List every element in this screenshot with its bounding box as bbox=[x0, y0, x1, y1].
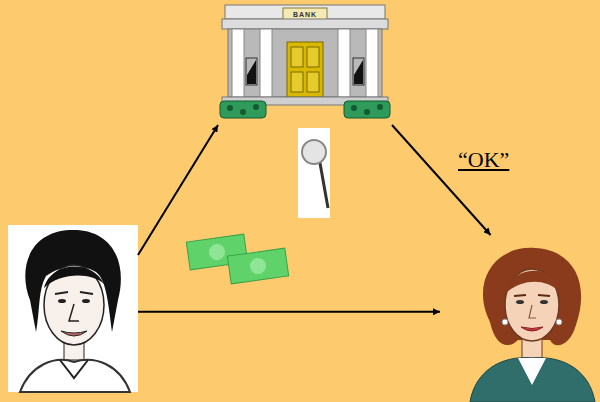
bank-building bbox=[220, 5, 390, 118]
bank-building-part bbox=[232, 29, 244, 97]
man-portrait-part bbox=[80, 292, 93, 294]
woman-portrait-part bbox=[556, 319, 562, 325]
magnifier-icon-part bbox=[320, 163, 328, 208]
man-portrait-part bbox=[44, 265, 104, 345]
money-icon-part-part bbox=[208, 243, 226, 261]
person-node bbox=[8, 225, 138, 392]
bank-building-part bbox=[307, 47, 319, 67]
node-label: BANK bbox=[218, 5, 392, 19]
man-portrait-part bbox=[20, 360, 130, 392]
money-icon-part-part bbox=[249, 257, 267, 275]
magnifier-icon-part bbox=[302, 140, 326, 164]
bank-building-part bbox=[220, 101, 266, 118]
bank-node: BANK bbox=[218, 5, 392, 125]
woman-portrait-part bbox=[483, 248, 581, 345]
money-icon bbox=[186, 234, 288, 284]
bank-building-part bbox=[291, 72, 303, 92]
man-portrait-part bbox=[69, 304, 79, 321]
bank-building-part bbox=[246, 58, 257, 85]
bank-building-part bbox=[228, 29, 382, 97]
magnifier-icon-part bbox=[298, 128, 330, 218]
bank-building-part bbox=[351, 105, 357, 111]
money-icon-part-part bbox=[227, 248, 288, 284]
arrow-connector bbox=[392, 125, 491, 235]
arrow-connector bbox=[138, 125, 218, 255]
arrow-connector bbox=[138, 311, 440, 313]
man-portrait-part bbox=[82, 299, 90, 303]
edge-label: “OK” bbox=[455, 148, 512, 172]
man-portrait-part bbox=[58, 299, 66, 303]
bank-building-part bbox=[366, 29, 378, 97]
bank-building-part bbox=[291, 47, 303, 67]
magnifier-icon bbox=[298, 128, 330, 218]
woman-portrait-part bbox=[505, 271, 560, 294]
woman-portrait-part bbox=[516, 300, 524, 304]
bank-building-part bbox=[344, 101, 390, 118]
woman-portrait-part bbox=[540, 300, 548, 304]
woman-portrait-part bbox=[529, 305, 536, 318]
bank-building-part bbox=[364, 109, 370, 115]
woman-portrait bbox=[470, 248, 595, 402]
man-portrait-part bbox=[8, 225, 138, 392]
woman-portrait-part bbox=[518, 358, 546, 385]
bank-building-part bbox=[377, 104, 383, 110]
man-portrait-part bbox=[44, 266, 104, 288]
man-portrait-part bbox=[60, 360, 88, 378]
woman-portrait-part bbox=[502, 319, 508, 325]
bank-building-part bbox=[338, 29, 350, 97]
bank-building-part bbox=[227, 105, 233, 111]
man-portrait bbox=[8, 225, 138, 392]
woman-portrait-part bbox=[514, 295, 526, 296]
bank-building-part bbox=[240, 109, 246, 115]
money-icon-part bbox=[227, 248, 288, 284]
bank-building-part bbox=[247, 60, 256, 84]
bank-building-part bbox=[287, 42, 323, 97]
person-node bbox=[440, 235, 598, 402]
bank-building-part bbox=[307, 72, 319, 92]
bank-building-part bbox=[253, 104, 259, 110]
man-portrait-part bbox=[55, 292, 68, 294]
woman-portrait-part bbox=[521, 327, 543, 331]
bank-building-part bbox=[354, 60, 363, 84]
bank-building-part bbox=[260, 29, 272, 97]
bank-building-part bbox=[353, 58, 364, 85]
bank-building-part bbox=[222, 19, 388, 29]
woman-portrait-part bbox=[470, 358, 595, 402]
man-portrait-part bbox=[61, 331, 87, 336]
woman-portrait-part bbox=[538, 295, 550, 296]
woman-portrait-part bbox=[505, 269, 559, 341]
